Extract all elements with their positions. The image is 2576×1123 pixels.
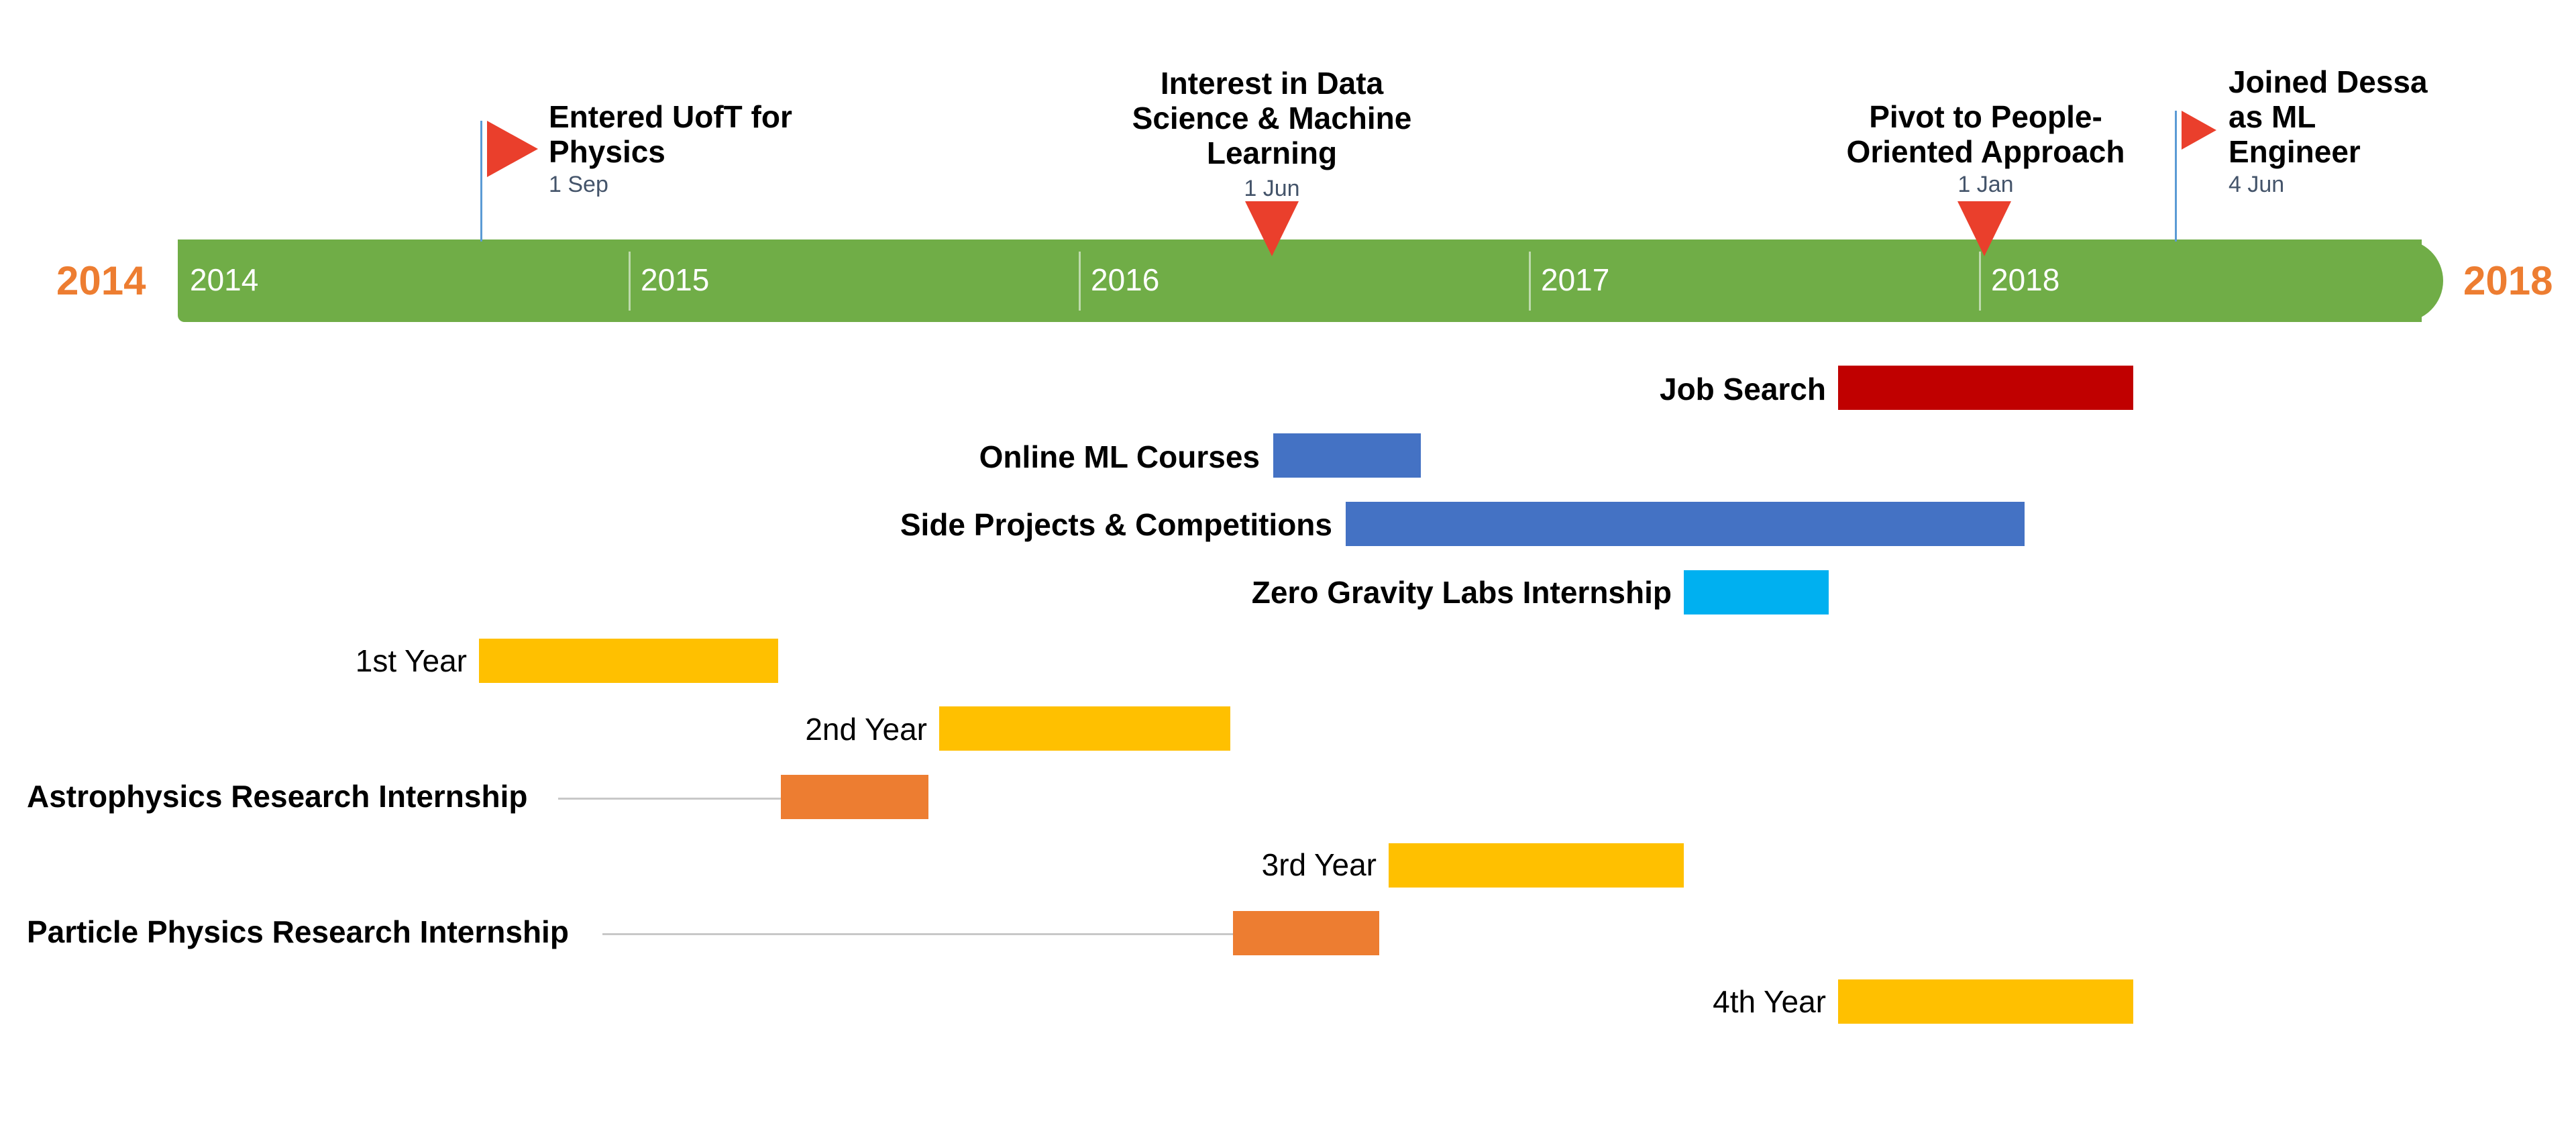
milestone-flag-pole [2175,111,2177,242]
task-label: Astrophysics Research Internship [27,779,528,814]
task-label: Side Projects & Competitions [900,507,1332,542]
task-bar [479,639,778,683]
task-label: Particle Physics Research Internship [27,914,569,949]
year-tick-label: 2015 [641,262,710,297]
task-bar [1389,843,1684,888]
year-tick-label: 2017 [1541,262,1610,297]
task-bar [781,775,928,819]
task-bar [1233,911,1379,955]
timeline-end-label: 2018 [2463,258,2553,303]
task-bar [1346,502,2025,546]
task-label: 4th Year [1713,984,1826,1019]
year-tick-line [1979,252,1981,311]
task-label: Zero Gravity Labs Internship [1251,575,1672,610]
milestone-flag-pole [480,121,482,242]
task-bar [1684,570,1829,614]
year-tick-label: 2016 [1091,262,1160,297]
task-leader-line [602,933,1233,935]
task-label: Job Search [1660,372,1826,407]
task-bar [1838,366,2133,410]
flag-icon [2182,111,2216,150]
year-tick-line [1079,252,1081,311]
year-tick-line [1529,252,1531,311]
timeline-axis-bar [178,239,2443,322]
milestone-date: 1 Jan [1957,172,2014,197]
task-bar [939,706,1230,751]
year-tick-label: 2018 [1991,262,2060,297]
milestone-title: Pivot to People-Oriented Approach [1846,99,2125,169]
task-label: 1st Year [355,643,467,678]
task-label: 3rd Year [1261,847,1377,882]
timeline-start-label: 2014 [56,258,146,303]
task-label: Online ML Courses [979,439,1260,474]
triangle-marker-icon [1957,201,2011,256]
task-leader-line [558,798,781,800]
flag-icon [487,121,538,177]
milestone-date: 1 Sep [549,172,608,197]
triangle-marker-icon [1245,201,1299,256]
task-bar [1838,979,2133,1024]
task-label: 2nd Year [805,712,927,747]
year-tick-label: 2014 [190,262,259,297]
milestone-date: 1 Jun [1244,176,1300,201]
year-tick-line [629,252,631,311]
task-bar [1273,433,1421,478]
milestone-date: 4 Jun [2229,172,2285,197]
